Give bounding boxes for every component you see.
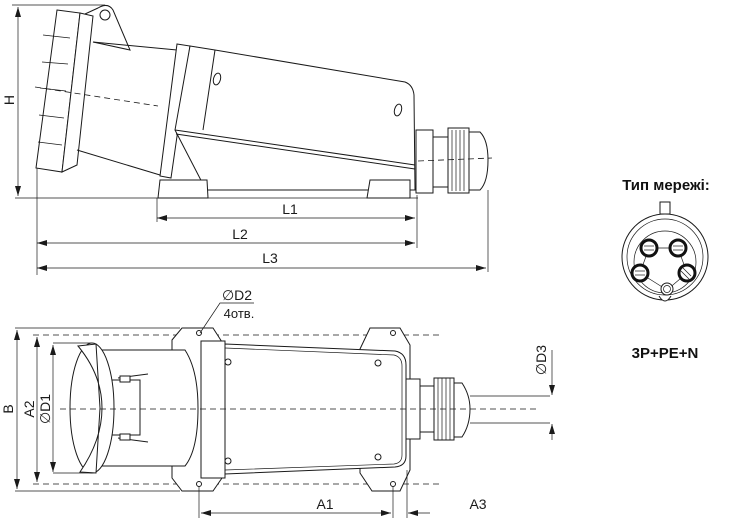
hinge-pin: [99, 9, 111, 21]
cable-gland: [415, 127, 489, 194]
socket-body: [76, 41, 178, 176]
d2-label: ∅D2: [222, 287, 252, 303]
rear-box: [174, 45, 416, 191]
mounting-foot: [366, 179, 411, 199]
b-label: B: [0, 404, 16, 413]
lid-hinge: [84, 4, 131, 51]
d1-label: ∅D1: [37, 394, 53, 424]
screw-hole: [212, 72, 222, 86]
front-ring: [61, 12, 94, 173]
side-view: H L1 L2 L3: [1, 4, 493, 275]
rear-box-inner-edge: [224, 347, 403, 471]
mounting-foot: [157, 179, 209, 199]
plan-view: B A2 ∅D1 ∅D3 A1 A3 ∅D2 4отв.: [0, 287, 555, 518]
axis-line: [34, 86, 159, 107]
socket-body: [99, 349, 199, 467]
d2-leader: [199, 302, 254, 334]
flange: [200, 340, 226, 479]
l2-label: L2: [232, 226, 248, 242]
l1-label: L1: [282, 201, 298, 217]
lid-ribs: [37, 34, 71, 146]
l3-label: L3: [262, 250, 278, 266]
socket-pin-layout-icon: [621, 201, 709, 302]
a3-label: A3: [469, 496, 486, 512]
lid-ring: [77, 343, 103, 474]
flange: [159, 43, 191, 179]
d3-label: ∅D3: [533, 345, 549, 375]
lid-latch: [105, 373, 149, 443]
rear-box-edges: [174, 49, 416, 170]
a2-label: A2: [21, 400, 37, 417]
screws: [196, 330, 396, 487]
network-type-label: 3P+PE+N: [632, 345, 699, 362]
screw-hole: [393, 103, 403, 117]
hole-count-label: 4отв.: [224, 306, 255, 321]
axis-line: [417, 157, 493, 162]
network-type: Тип мережі: 3P+PE+N: [621, 177, 710, 362]
height-label: H: [1, 95, 17, 105]
network-title: Тип мережі:: [622, 177, 710, 194]
a1-label: A1: [316, 496, 333, 512]
